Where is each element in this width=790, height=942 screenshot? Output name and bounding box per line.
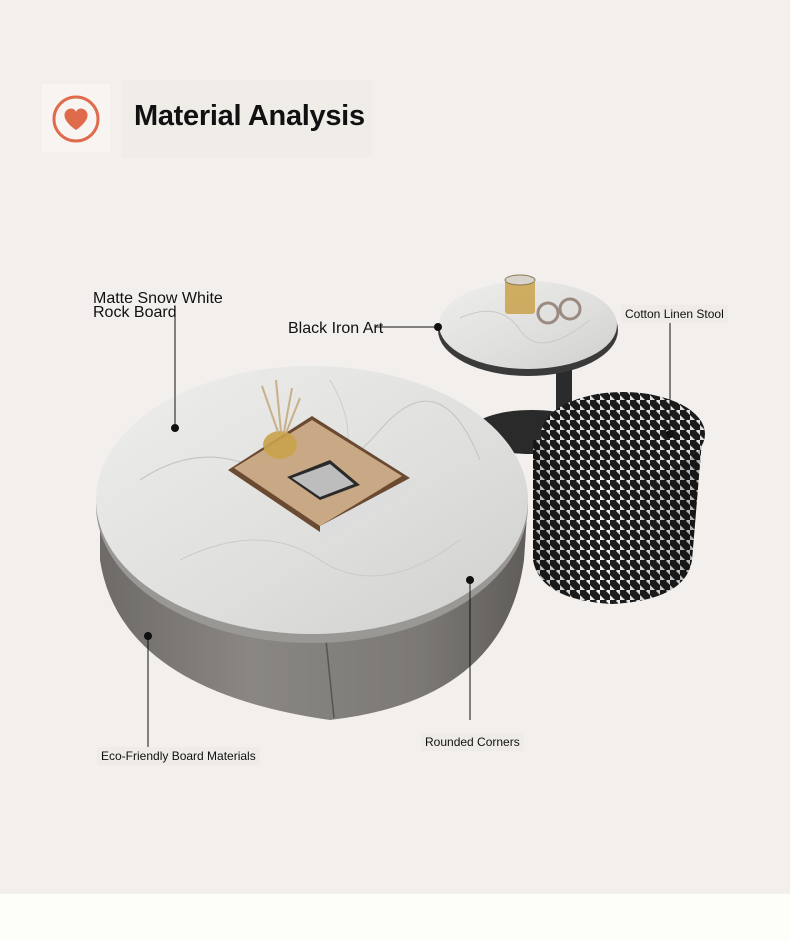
heart-icon (52, 95, 100, 143)
label-black-iron-art: Black Iron Art (288, 320, 384, 337)
coffee-table (96, 366, 528, 720)
label-rock-board-line1: Matte Snow White (93, 290, 223, 307)
footer-band (0, 894, 790, 942)
heart-icon-tile (42, 84, 110, 152)
label-rock-board-line2: Rock Board (93, 304, 177, 321)
label-rounded-corners: Rounded Corners (421, 733, 524, 751)
label-eco-friendly-board: Eco-Friendly Board Materials (97, 747, 260, 765)
houndstooth-stool (533, 392, 705, 604)
page-title: Material Analysis (134, 100, 365, 132)
label-rock-board: Matte Snow White Rock Board (93, 290, 223, 321)
label-cotton-linen-stool: Cotton Linen Stool (621, 305, 728, 323)
callout-lines (144, 314, 674, 756)
title-backdrop (122, 80, 372, 158)
